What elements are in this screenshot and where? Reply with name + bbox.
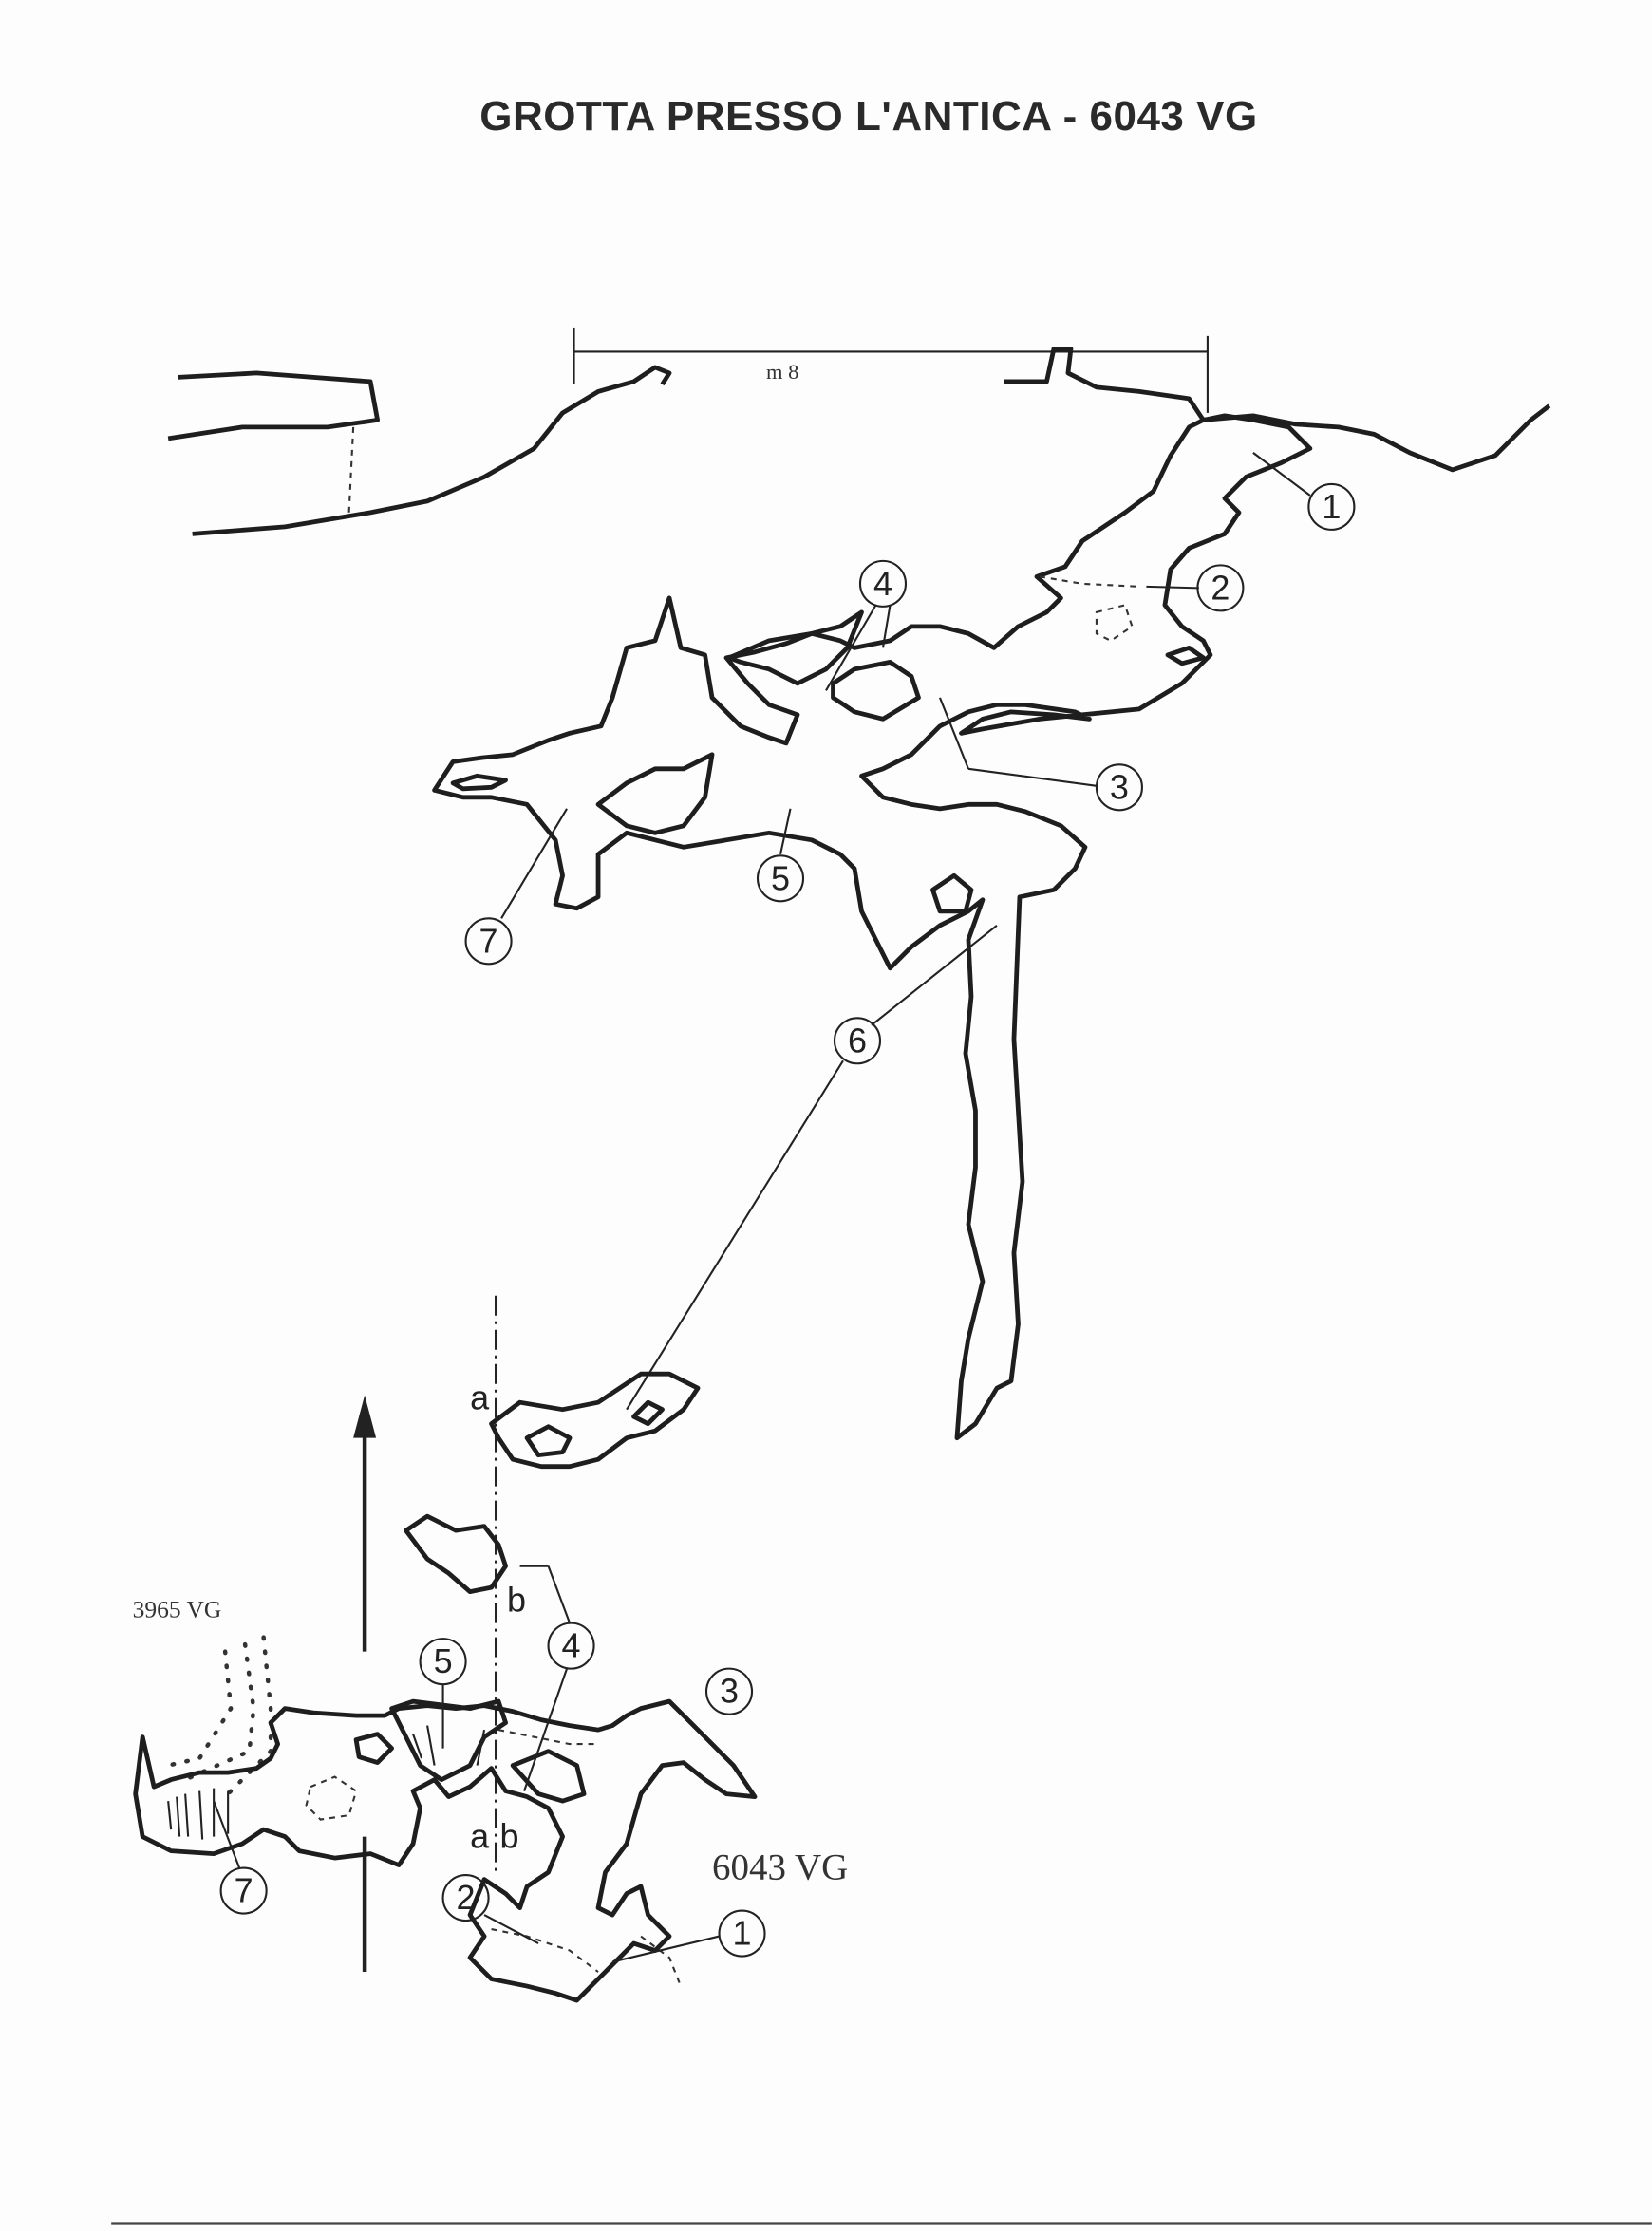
svg-text:2: 2	[457, 1878, 476, 1917]
svg-text:1: 1	[733, 1914, 752, 1953]
plan-markers: 1 2 3 4 5 7	[213, 1565, 766, 1963]
svg-text:3: 3	[1110, 767, 1129, 806]
section-line-label-a: a	[470, 1378, 490, 1417]
svg-text:5: 5	[434, 1641, 453, 1680]
svg-text:4: 4	[873, 564, 892, 603]
svg-text:6: 6	[848, 1021, 867, 1059]
scale-label: m 8	[766, 360, 798, 384]
north-arrow-icon	[353, 1395, 377, 1973]
plan-outline-upper	[489, 1371, 701, 1470]
cave-section-outline	[432, 413, 1313, 1441]
scale-bar: m 8	[573, 327, 1209, 413]
plan-outline-main	[133, 1698, 758, 2003]
svg-text:7: 7	[479, 921, 498, 960]
surface-outline-left	[167, 370, 381, 441]
marker-2: 2	[1196, 564, 1245, 612]
plan-marker-7: 7	[219, 1866, 268, 1915]
marker-6: 6	[833, 1017, 882, 1065]
plan-marker-1: 1	[718, 1909, 766, 1958]
marker-4: 4	[858, 559, 908, 608]
plan-view: a b a b 3965 VG 6043 VG	[133, 1295, 848, 2003]
svg-text:2: 2	[1211, 568, 1230, 607]
section-line-label-b: b	[507, 1581, 526, 1620]
plan-marker-3: 3	[704, 1667, 754, 1715]
plan-marker-2: 2	[441, 1874, 490, 1922]
svg-text:5: 5	[771, 858, 790, 897]
section-line-label-ab-a: a	[470, 1817, 490, 1856]
surface-outline-left-lower	[192, 365, 672, 536]
svg-text:4: 4	[562, 1626, 581, 1665]
main-cave-label: 6043 VG	[712, 1847, 848, 1888]
section-view: m 8	[167, 327, 1551, 1441]
plan-marker-5: 5	[419, 1638, 467, 1686]
marker-1: 1	[1307, 482, 1356, 531]
marker-5: 5	[756, 854, 805, 903]
section-line-label-ab-b: b	[500, 1817, 519, 1856]
neighbor-cave-3965: 3965 VG	[133, 1596, 273, 1796]
marker-3: 3	[1095, 763, 1143, 812]
marker-7: 7	[464, 917, 513, 966]
surface-outline-right	[1004, 347, 1551, 473]
section-markers: 1 2 3 4 5 6 7	[464, 452, 1356, 1411]
svg-text:7: 7	[235, 1871, 253, 1910]
neighbor-cave-label: 3965 VG	[133, 1596, 222, 1623]
page-title: GROTTA PRESSO L'ANTICA - 6043 VG	[479, 93, 1258, 140]
svg-text:1: 1	[1322, 487, 1341, 526]
plan-marker-4: 4	[547, 1622, 595, 1670]
svg-text:3: 3	[720, 1672, 739, 1711]
plan-outline-chamber-4	[404, 1513, 508, 1595]
